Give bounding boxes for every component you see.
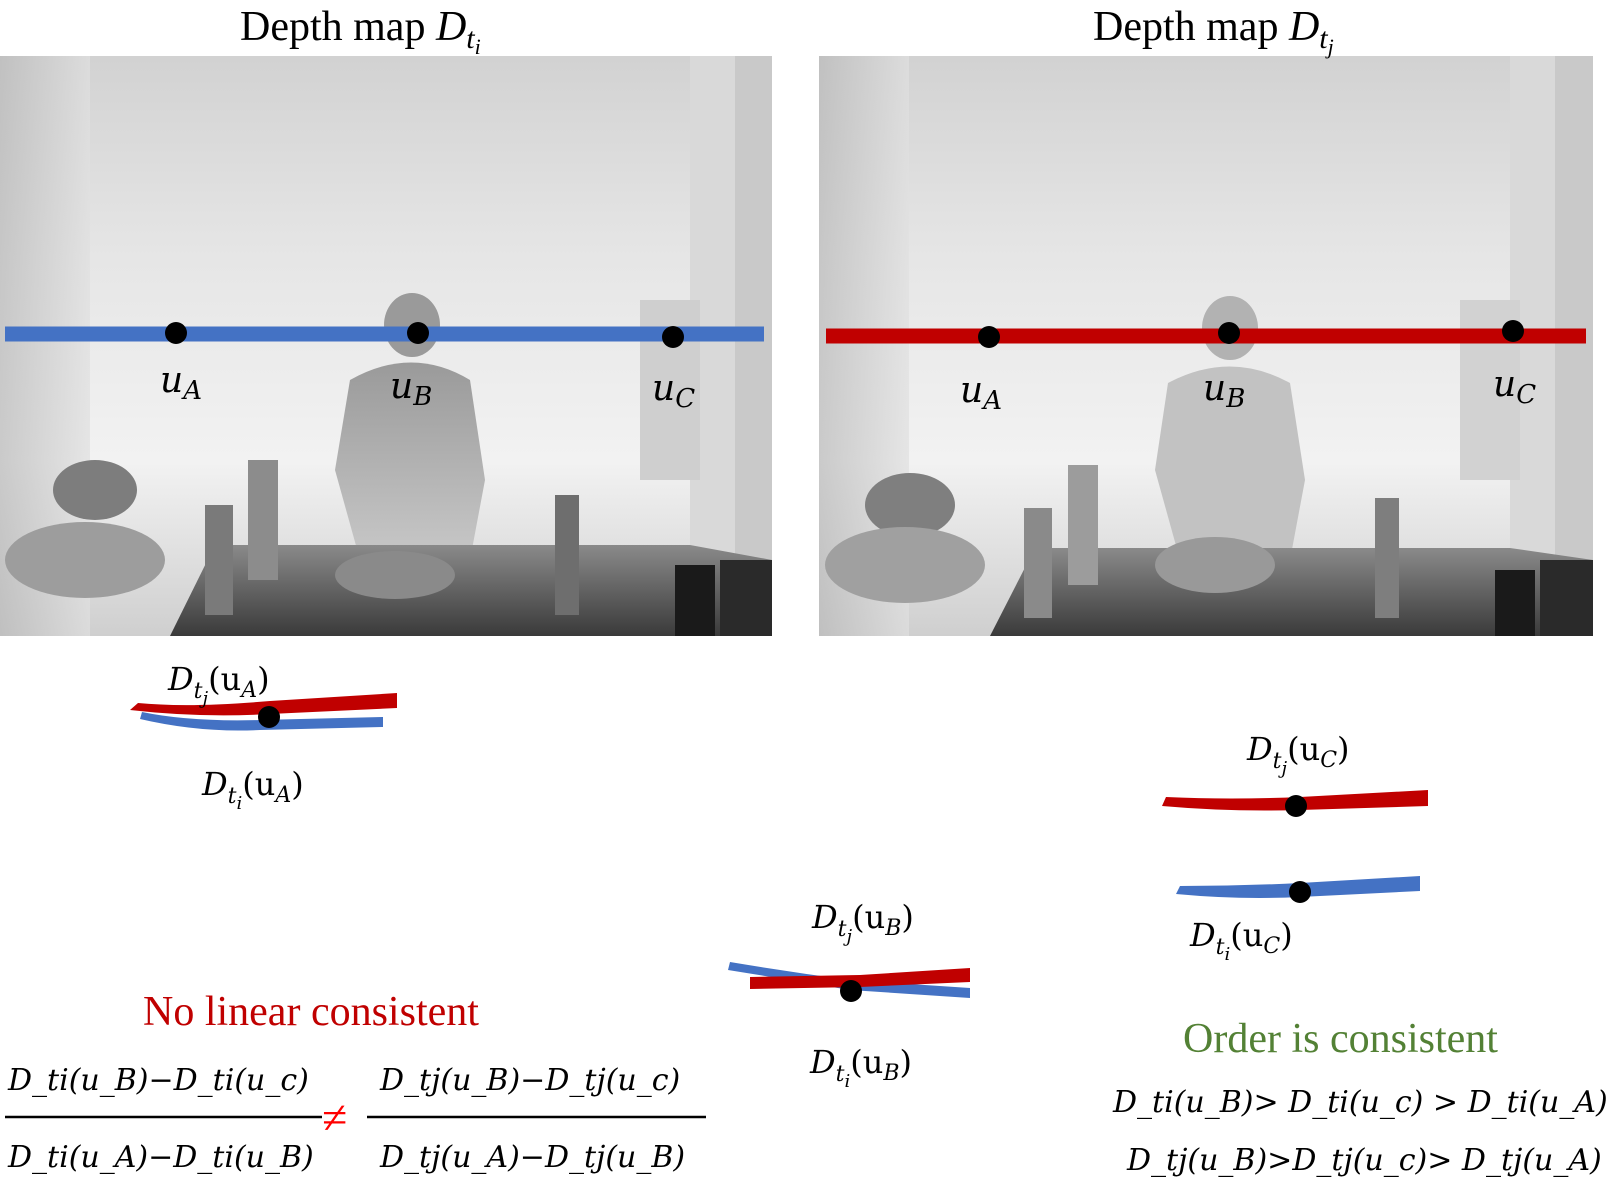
- closeup-uA: Dtj(uA) Dti(uA): [130, 660, 397, 814]
- title-left: Depth map Dti: [240, 4, 481, 59]
- formula-right-line2: D_tj(u_B)>D_tj(u_c)> D_tj(u_A): [1126, 1143, 1602, 1178]
- closeup-uA-label-top: Dtj(uA): [167, 660, 270, 709]
- label-uA-right: uA: [960, 370, 1002, 416]
- point-uA-left: [165, 322, 187, 344]
- closeup-uB-red-stroke: [750, 968, 970, 989]
- formula-right-line1: D_ti(u_B)> D_ti(u_c) > D_ti(u_A): [1112, 1085, 1608, 1120]
- depth-map-left: uA uB uC Depth map Dti: [0, 4, 772, 636]
- closeup-uC-blue-point: [1289, 881, 1311, 903]
- point-uB-left: [407, 322, 429, 344]
- caption-no-linear-consistent: No linear consistent: [143, 989, 479, 1035]
- label-uA-left: uA: [160, 360, 202, 406]
- formula-right: D_ti(u_B)> D_ti(u_c) > D_ti(u_A) D_tj(u_…: [1112, 1085, 1608, 1178]
- closeup-uC-label-bottom: Dti(uC): [1189, 916, 1293, 965]
- closeup-uC-red-point: [1285, 795, 1307, 817]
- label-uB-right: uB: [1203, 368, 1245, 414]
- closeup-uA-point: [258, 706, 280, 728]
- formula-left-neq: ≠: [322, 1092, 347, 1143]
- closeup-uB-point: [840, 980, 862, 1002]
- label-uC-right: uC: [1493, 364, 1536, 410]
- closeup-uB: Dtj(uB) Dti(uB): [728, 898, 970, 1092]
- title-right: Depth map Dtj: [1093, 4, 1334, 59]
- closeup-uB-label-top: Dtj(uB): [811, 898, 914, 947]
- label-uC-left: uC: [652, 368, 695, 414]
- point-uA-right: [978, 326, 1000, 348]
- point-uC-left: [662, 326, 684, 348]
- closeup-uA-red-stroke: [130, 693, 397, 716]
- formula-left-den-right: D_tj(u_A)−D_tj(u_B): [379, 1140, 685, 1175]
- closeup-uB-label-bottom: Dti(uB): [809, 1043, 912, 1092]
- point-uC-right: [1502, 320, 1524, 342]
- closeup-uA-label-bottom: Dti(uA): [201, 765, 304, 814]
- formula-left: D_ti(u_B)−D_ti(u_c) D_ti(u_A)−D_ti(u_B) …: [5, 1063, 706, 1175]
- label-uB-left: uB: [390, 366, 432, 412]
- closeup-uC-label-top: Dtj(uC): [1246, 730, 1350, 779]
- point-uB-right: [1218, 322, 1240, 344]
- depth-map-right: uA uB uC Depth map Dtj: [819, 4, 1593, 636]
- closeup-uC: Dtj(uC) Dti(uC): [1162, 730, 1428, 965]
- formula-left-den-left: D_ti(u_A)−D_ti(u_B): [7, 1140, 314, 1175]
- formula-left-num-left: D_ti(u_B)−D_ti(u_c): [7, 1063, 309, 1098]
- formula-left-num-right: D_tj(u_B)−D_tj(u_c): [379, 1063, 680, 1098]
- caption-order-is-consistent: Order is consistent: [1183, 1016, 1498, 1062]
